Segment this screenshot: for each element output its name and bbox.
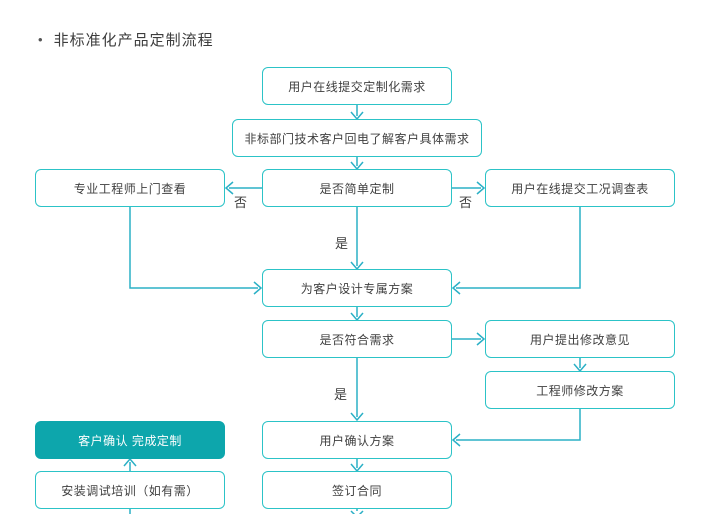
edge-label-no-right: 否 [459, 195, 473, 210]
edge-label-yes-mid: 是 [335, 236, 349, 251]
flow-node-user-confirm-plan: 用户确认方案 [262, 421, 452, 459]
flow-node-sign-contract: 签订合同 [262, 471, 452, 509]
arrowhead-down-icon [350, 261, 364, 271]
flow-node-user-feedback: 用户提出修改意见 [485, 320, 675, 358]
arrowhead-left-icon [451, 281, 461, 295]
arrowhead-left-icon [451, 433, 461, 447]
flow-node-design-plan: 为客户设计专属方案 [262, 269, 452, 307]
page-title-text: 非标准化产品定制流程 [53, 32, 214, 49]
flow-node-is-simple-custom: 是否简单定制 [262, 169, 452, 207]
edge-revise-to-confirm [456, 409, 581, 441]
arrowhead-left-icon [224, 181, 234, 195]
flow-node-submit-requirement: 用户在线提交定制化需求 [262, 67, 452, 105]
arrowhead-right-icon [253, 281, 263, 295]
arrowhead-up-icon [123, 457, 137, 467]
arrowhead-down-icon [350, 463, 364, 473]
arrowhead-down-icon [350, 161, 364, 171]
arrowhead-down-icon [350, 412, 364, 422]
arrowhead-down-icon [350, 111, 364, 121]
arrowhead-right-icon [476, 332, 486, 346]
flow-node-engineer-visit: 专业工程师上门查看 [35, 169, 225, 207]
flow-node-meets-needs: 是否符合需求 [262, 320, 452, 358]
edge-survey-to-design [456, 207, 581, 289]
arrowhead-down-icon [573, 363, 587, 373]
edge-label-yes-lower: 是 [334, 387, 348, 402]
bullet-icon: • [38, 32, 44, 47]
edge-visit-to-design [129, 207, 258, 289]
edge-label-no-left: 否 [234, 195, 248, 210]
arrowhead-right-icon [476, 181, 486, 195]
page-title: • 非标准化产品定制流程 [38, 29, 214, 50]
flow-node-dept-callback: 非标部门技术客户回电了解客户具体需求 [232, 119, 482, 157]
arrowhead-down-icon [350, 312, 364, 322]
flow-node-confirm-complete: 客户确认 完成定制 [35, 421, 225, 459]
flow-node-survey-form: 用户在线提交工况调查表 [485, 169, 675, 207]
flow-node-engineer-revise: 工程师修改方案 [485, 371, 675, 409]
flow-node-install-training: 安装调试培训（如有需） [35, 471, 225, 509]
